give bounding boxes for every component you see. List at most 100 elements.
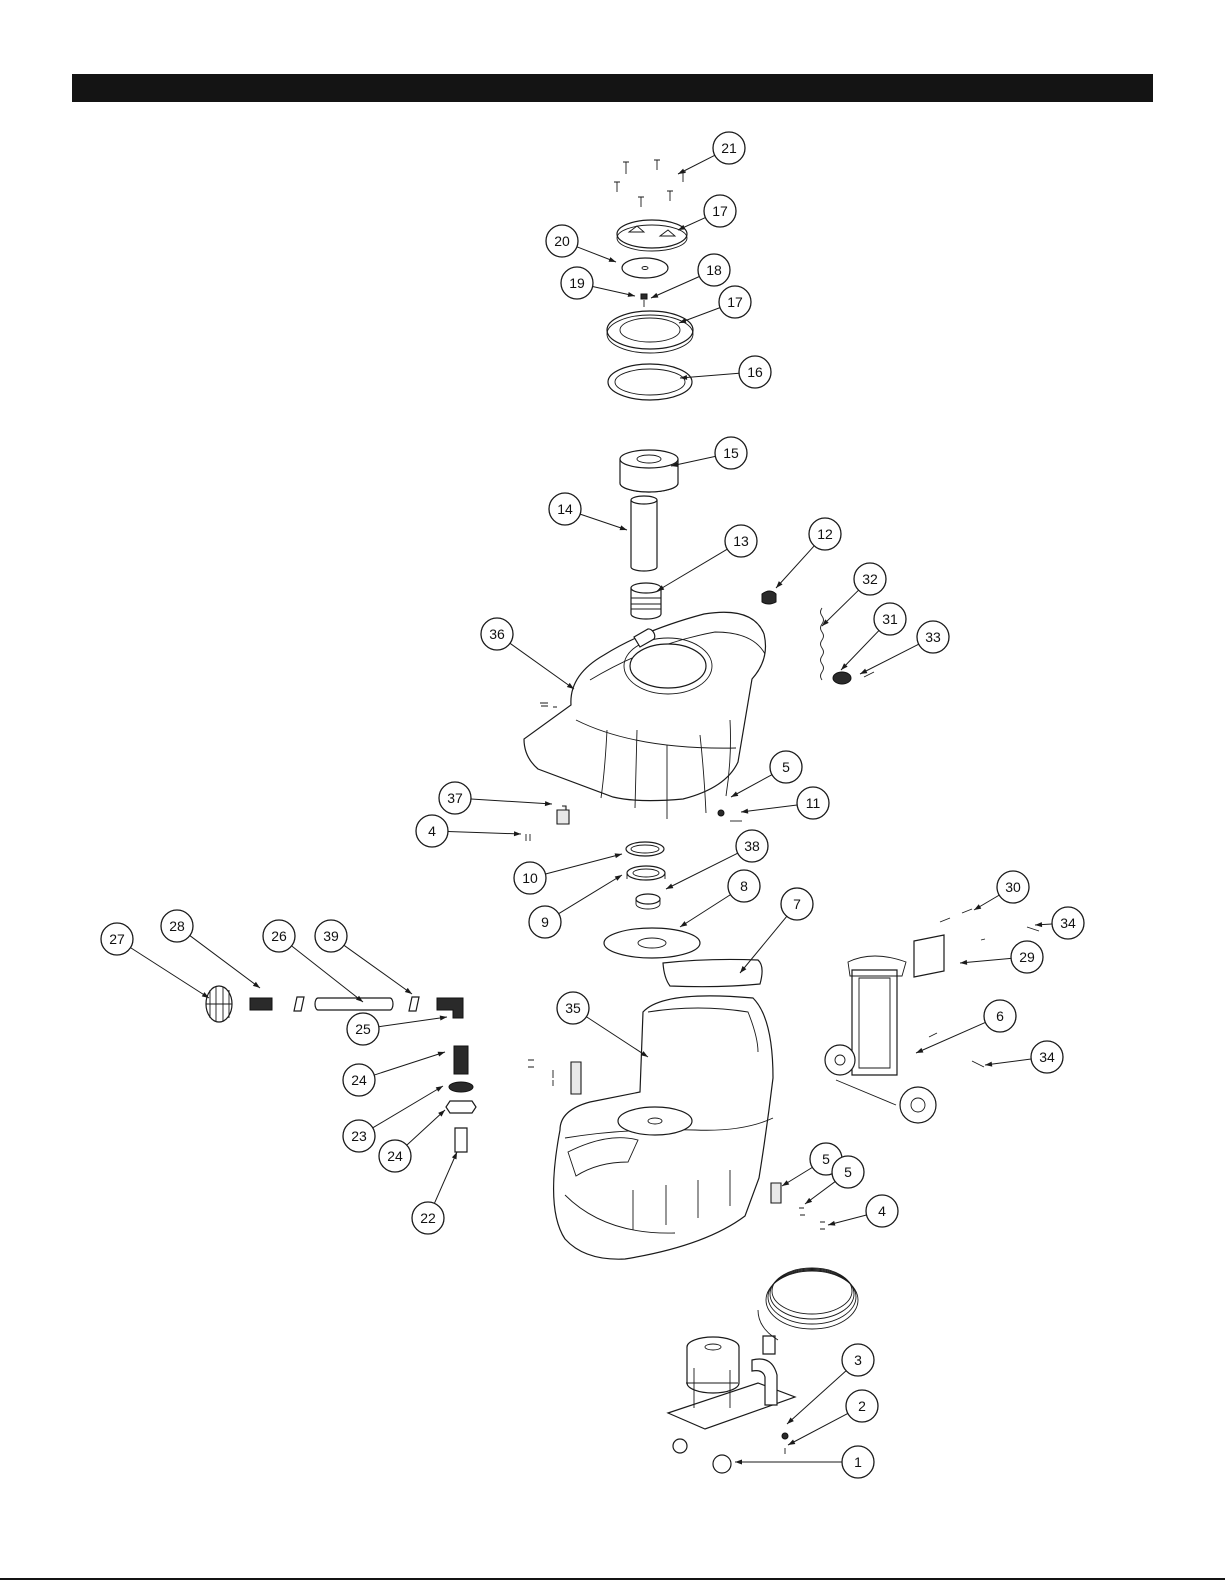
callout-24: 24 [379, 1140, 411, 1172]
leader-line [788, 1413, 848, 1445]
leader-line [510, 643, 574, 689]
washer [718, 810, 724, 816]
threaded-fitting [631, 583, 661, 619]
callout-label: 16 [747, 364, 763, 380]
leader-arrowhead [678, 169, 685, 174]
callout-label: 6 [996, 1008, 1004, 1024]
leader-line [822, 590, 859, 626]
leader-arrowhead [735, 1460, 742, 1465]
callout-19: 19 [561, 267, 593, 299]
leader-line [434, 1152, 457, 1203]
callout-24: 24 [343, 1064, 375, 1096]
leader-arrowhead [436, 1086, 443, 1092]
nut [641, 294, 647, 299]
screw-set [614, 160, 686, 207]
callout-39: 39 [315, 920, 347, 952]
latch [771, 1183, 781, 1203]
plug-cap [762, 591, 776, 604]
leader-line [374, 1052, 445, 1075]
callout-label: 27 [109, 931, 125, 947]
hose-clamp [409, 997, 419, 1011]
callout-label: 20 [554, 233, 570, 249]
leader-line [580, 514, 627, 530]
callout-25: 25 [347, 1013, 379, 1045]
leader-arrowhead [960, 960, 967, 965]
seal-disc [622, 258, 668, 278]
callout-label: 31 [882, 611, 898, 627]
leader-line [651, 276, 699, 298]
callout-label: 14 [557, 501, 573, 517]
leader-arrowhead [974, 904, 981, 910]
callout-30: 30 [997, 871, 1029, 903]
leader-arrowhead [666, 884, 673, 889]
callout-label: 17 [727, 294, 743, 310]
screws [528, 1060, 553, 1086]
leader-arrowhead [741, 809, 748, 814]
callout-label: 25 [355, 1021, 371, 1037]
callout-32: 32 [854, 563, 886, 595]
callout-label: 35 [565, 1000, 581, 1016]
callout-27: 27 [101, 923, 133, 955]
callout-label: 15 [723, 445, 739, 461]
gasket-ring [626, 842, 664, 856]
elbow-fitting [437, 998, 463, 1018]
caster [713, 1455, 731, 1473]
callout-label: 12 [817, 526, 833, 542]
callout-label: 1 [854, 1454, 862, 1470]
baffle-plate [604, 928, 700, 958]
callout-4: 4 [866, 1195, 898, 1227]
callout-label: 4 [428, 823, 436, 839]
callout-14: 14 [549, 493, 581, 525]
leader-arrowhead [805, 1198, 812, 1204]
leader-line [559, 875, 622, 914]
callout-5: 5 [770, 751, 802, 783]
leader-line [960, 958, 1011, 963]
recovery-tank [524, 612, 766, 819]
callout-label: 5 [822, 1151, 830, 1167]
callout-label: 36 [489, 626, 505, 642]
leader-arrowhead [651, 293, 658, 298]
hose-clamp [294, 997, 304, 1011]
leader-line [448, 832, 521, 834]
callout-label: 23 [351, 1128, 367, 1144]
leader-arrowhead [916, 1048, 923, 1053]
leader-line [666, 853, 738, 889]
callout-label: 8 [740, 878, 748, 894]
callout-label: 17 [712, 203, 728, 219]
callout-5: 5 [832, 1156, 864, 1188]
screws [526, 834, 530, 841]
parts-drawing [206, 160, 1039, 1473]
callout-22: 22 [412, 1202, 444, 1234]
callout-label: 29 [1019, 949, 1035, 965]
leader-arrowhead [253, 982, 260, 988]
callout-4: 4 [416, 815, 448, 847]
callout-label: 3 [854, 1352, 862, 1368]
leader-arrowhead [828, 1221, 835, 1226]
callout-label: 39 [323, 928, 339, 944]
leader-arrowhead [615, 853, 622, 858]
leader-line [776, 546, 814, 588]
leader-lines [130, 155, 1052, 1464]
callout-15: 15 [715, 437, 747, 469]
callout-12: 12 [809, 518, 841, 550]
callout-6: 6 [984, 1000, 1016, 1032]
leader-arrowhead [782, 1180, 789, 1186]
leader-arrowhead [567, 683, 574, 689]
bolts [940, 909, 1039, 940]
callout-label: 37 [447, 790, 463, 806]
hose-barb-fitting [455, 1128, 467, 1152]
leader-arrowhead [405, 988, 412, 994]
hose [315, 998, 393, 1010]
callout-16: 16 [739, 356, 771, 388]
leader-arrowhead [545, 801, 552, 806]
leader-arrowhead [514, 831, 521, 836]
lock-washer [449, 1082, 473, 1092]
leader-line [741, 805, 797, 812]
callout-label: 9 [541, 914, 549, 930]
leader-line [841, 631, 879, 670]
callout-label: 5 [782, 759, 790, 775]
callout-label: 34 [1060, 915, 1076, 931]
callout-17: 17 [719, 286, 751, 318]
knob [833, 672, 851, 684]
leader-line [545, 854, 622, 874]
